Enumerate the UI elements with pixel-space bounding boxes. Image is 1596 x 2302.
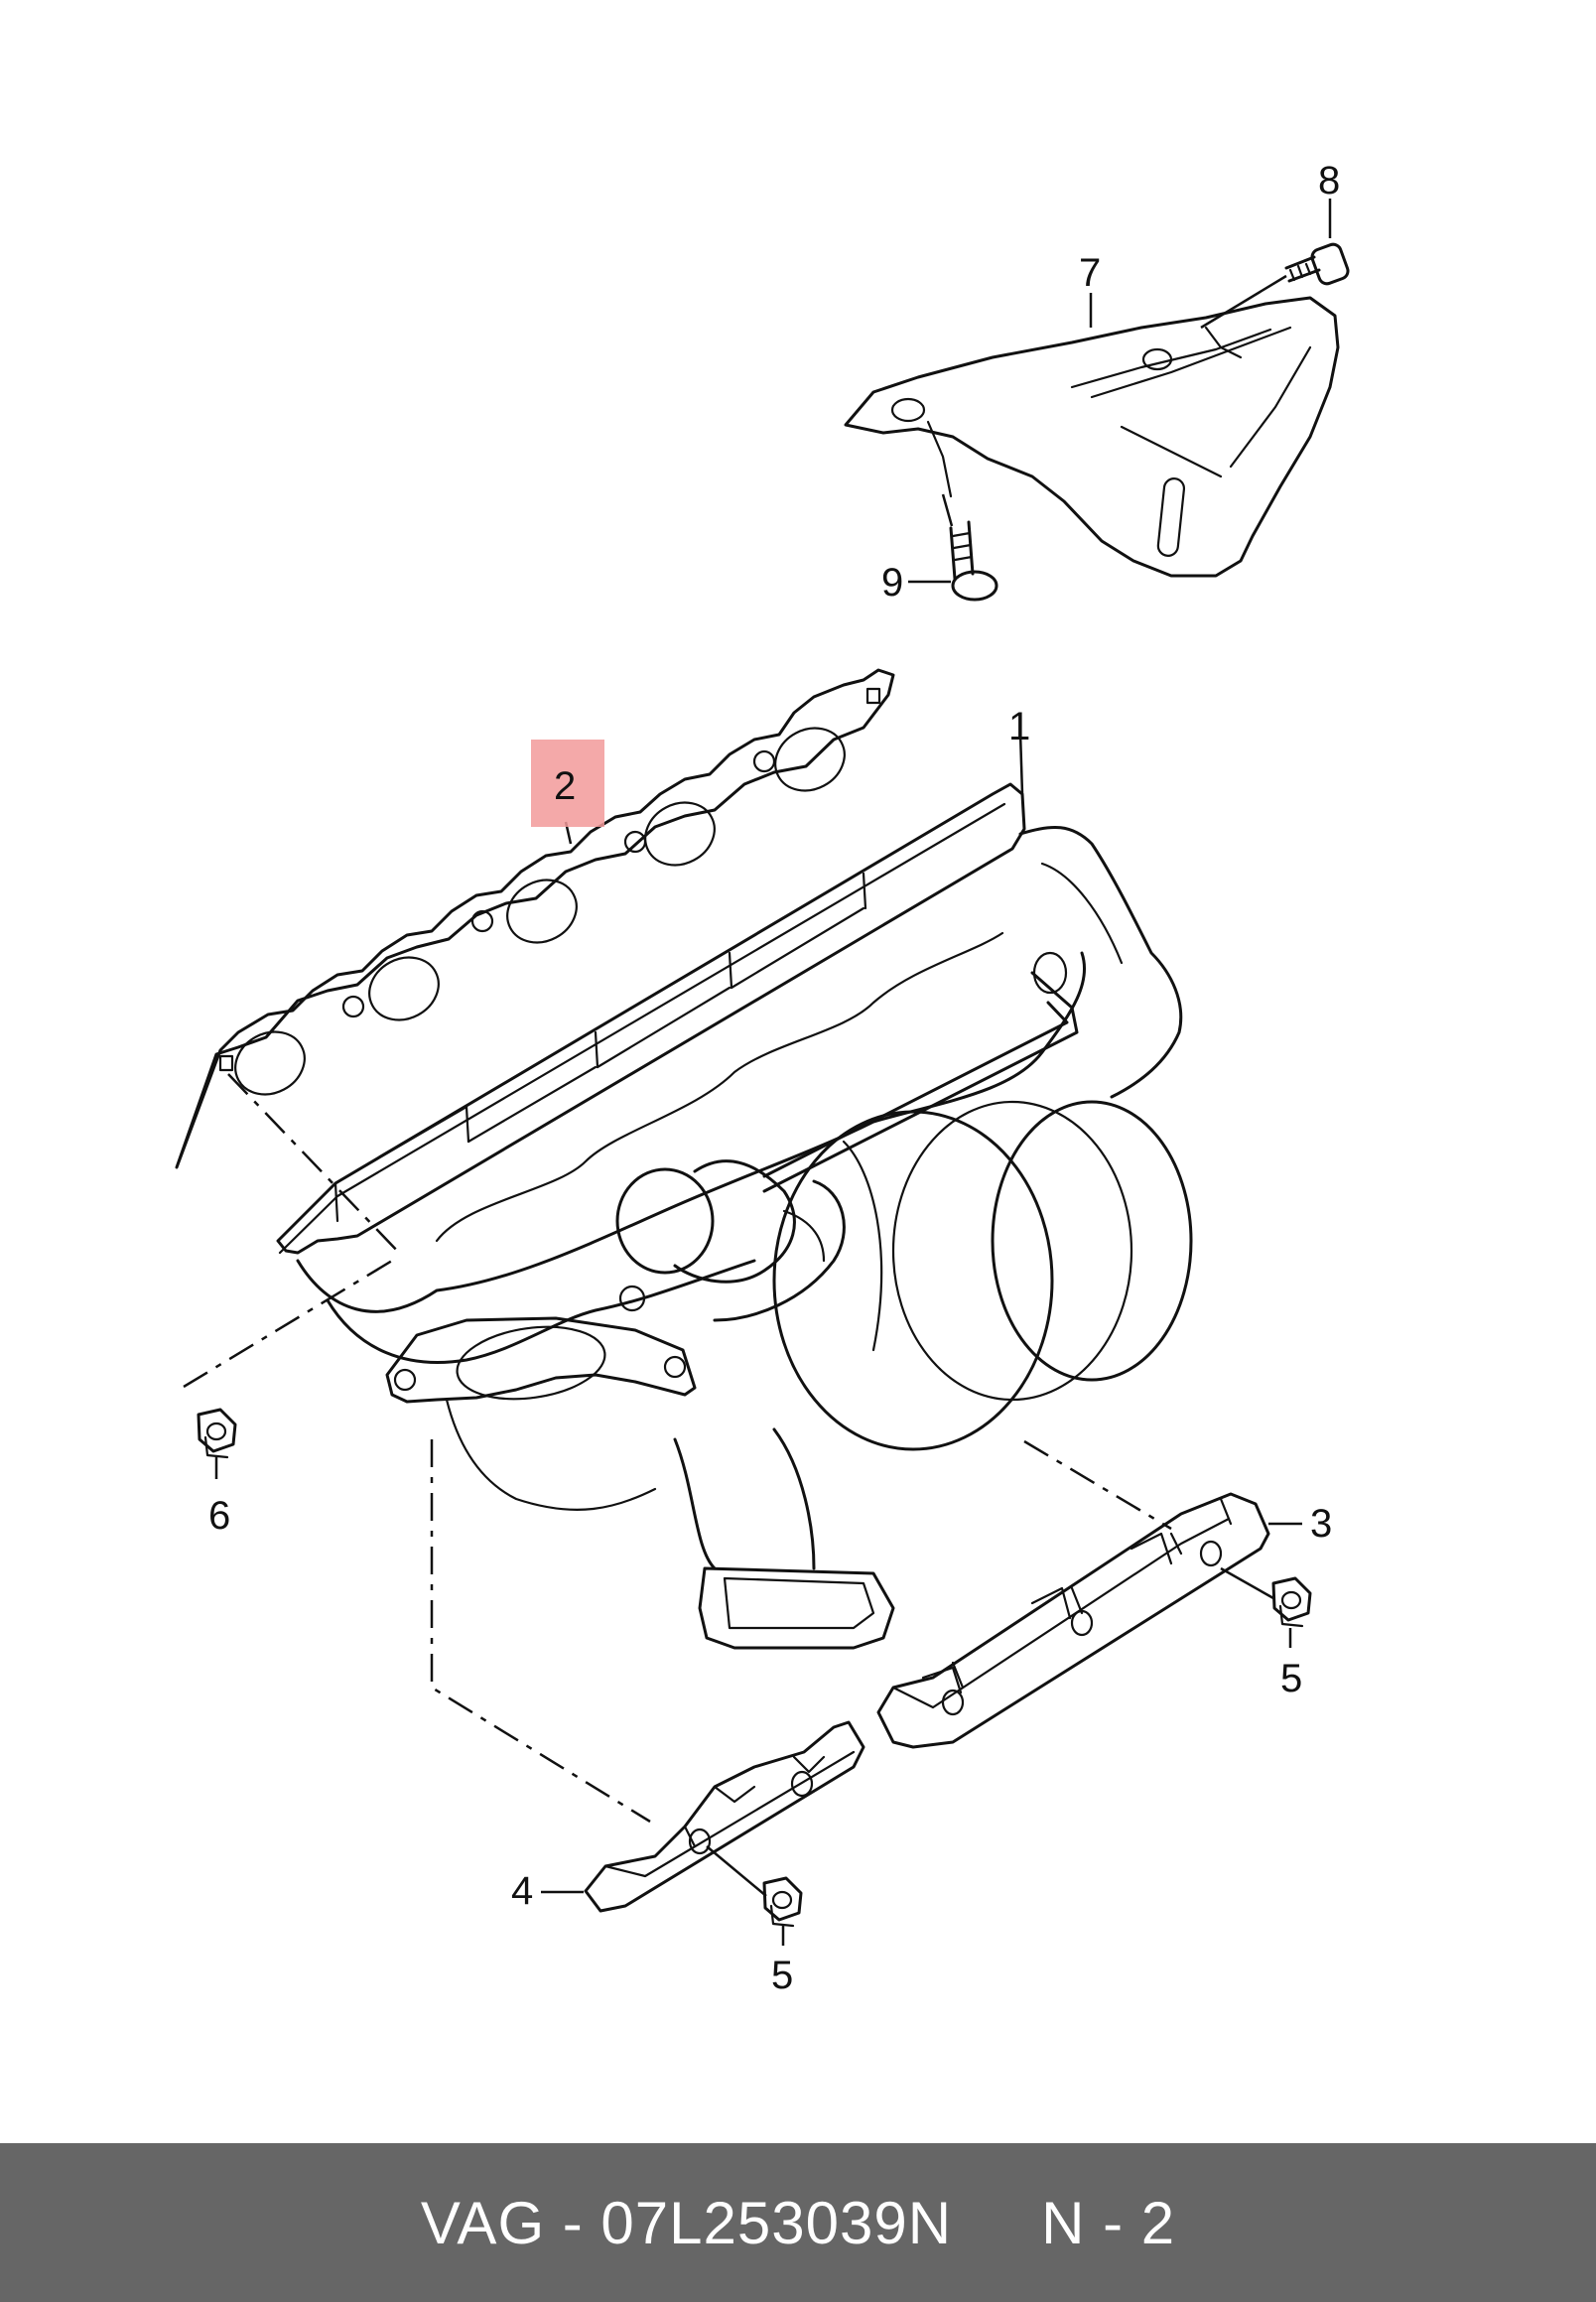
manifold-gasket [175,668,895,1169]
assembly-line-gasket [227,1073,403,1257]
label-8: 8 [1318,159,1340,203]
assembly-line-bracket-3 [1023,1439,1172,1531]
exhaust-manifold-turbocharger [276,782,1193,1650]
label-4: 4 [511,1869,533,1913]
leader-5-right [1220,1566,1292,1648]
bracket-4 [584,1720,865,1913]
label-1: 1 [1008,705,1030,748]
bolt-8 [1200,242,1350,330]
bolt-9 [941,493,998,602]
part-number: VAG - 07L253039N [420,2189,953,2256]
label-3: 3 [1310,1502,1332,1546]
label-7: 7 [1079,251,1101,295]
label-5-left: 5 [771,1954,793,1997]
nut-6 [197,1408,237,1459]
part-number-footer: VAG - 07L253039N N - 2 [0,2143,1596,2302]
nut-5-right [1271,1576,1312,1628]
assembly-line-bracket-4 [430,1439,651,1824]
heat-shield [844,296,1340,578]
exploded-parts-diagram: 1 2 3 4 5 5 6 7 8 9 [175,159,1350,1997]
highlight-box [531,740,604,827]
leader-1 [1018,732,1024,795]
label-5-right: 5 [1280,1657,1302,1700]
bracket-3 [876,1492,1270,1749]
nut-5-left [762,1876,803,1928]
part-position: N - 2 [1041,2189,1176,2256]
label-6: 6 [208,1494,230,1538]
label-2: 2 [554,764,576,808]
assembly-line-nut-6 [183,1259,393,1389]
label-9: 9 [881,561,903,605]
leader-5-left [706,1845,785,1946]
